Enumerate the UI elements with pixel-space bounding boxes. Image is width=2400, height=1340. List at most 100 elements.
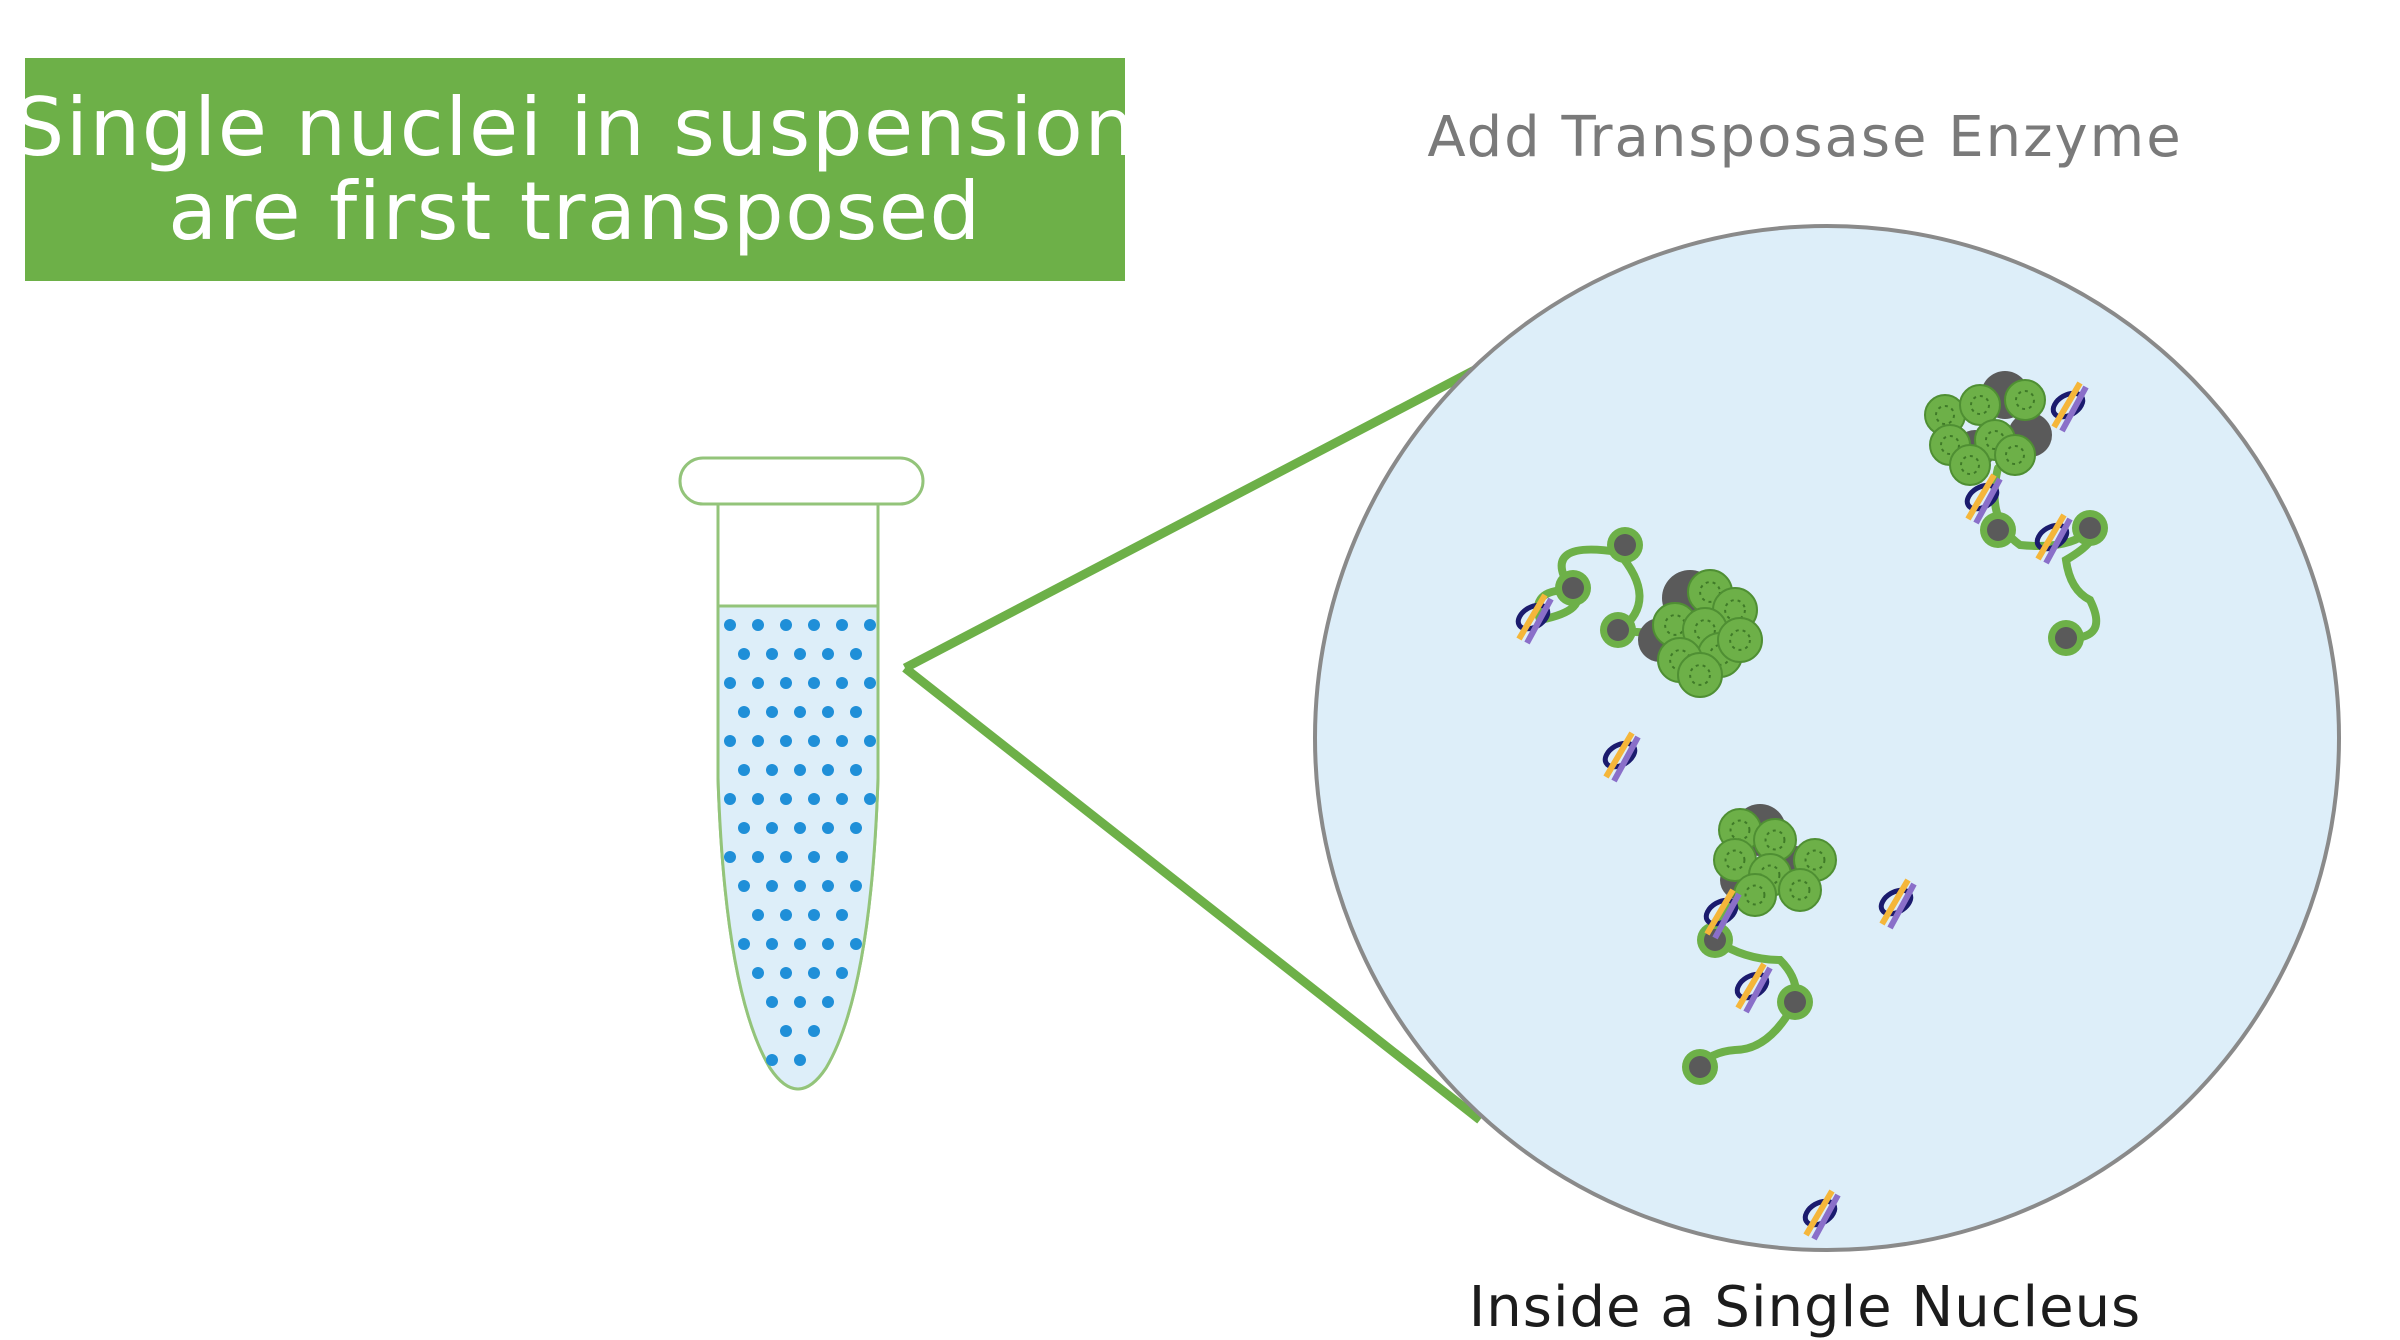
nucleus-dot: [822, 706, 834, 718]
nucleus-dot: [738, 938, 750, 950]
transposase-enzyme-icon: [1515, 593, 1554, 645]
nucleus-dot: [752, 735, 764, 747]
chromatin-bead: [1777, 984, 1813, 1020]
transposase-enzyme-icon: [1878, 878, 1917, 930]
nucleus-dot: [738, 764, 750, 776]
nucleus-dot: [794, 938, 806, 950]
nucleus-dot: [864, 677, 876, 689]
nucleus-dot: [780, 851, 792, 863]
nucleus-dot: [794, 648, 806, 660]
transposase-enzyme-icon: [2034, 513, 2073, 565]
nucleus-dot: [752, 967, 764, 979]
nucleosome-icon: [1733, 873, 1777, 917]
title-line-2: are first transposed: [168, 164, 982, 258]
nucleus-dot: [780, 619, 792, 631]
nucleus-dot: [864, 735, 876, 747]
nucleus-dot: [808, 909, 820, 921]
nucleus-dot: [738, 706, 750, 718]
nucleus-dot: [808, 967, 820, 979]
nucleus-dot: [822, 938, 834, 950]
nucleus-dot: [738, 648, 750, 660]
nucleus-dot: [766, 764, 778, 776]
nucleus-dot: [794, 706, 806, 718]
zoom-lines-icon: [902, 358, 1493, 1124]
nucleosome-icon: [1994, 434, 2036, 476]
nucleosome-icon: [1949, 444, 1991, 486]
nucleus-dot: [850, 822, 862, 834]
nucleus-dot: [724, 735, 736, 747]
nucleosome-icon: [2004, 379, 2046, 421]
nucleus-dot: [780, 967, 792, 979]
nucleus-dot: [794, 822, 806, 834]
chromatin-bead: [1600, 612, 1636, 648]
chromatin-bead: [1697, 922, 1733, 958]
nucleosome-icon: [1677, 652, 1723, 698]
nucleus-dot: [822, 822, 834, 834]
transposase-enzyme-icon: [1802, 1189, 1841, 1241]
nucleus-dot: [724, 851, 736, 863]
chromatin-bead: [2048, 620, 2084, 656]
nucleus-dot: [850, 938, 862, 950]
nucleus-dot: [766, 938, 778, 950]
chromatin-bead: [1555, 570, 1591, 606]
nucleus-dot: [836, 967, 848, 979]
nucleus-dot: [822, 648, 834, 660]
nucleus-dot: [724, 677, 736, 689]
nucleus-dot: [808, 851, 820, 863]
chromatin-bead: [1682, 1049, 1718, 1085]
nucleus-dot: [766, 706, 778, 718]
microcentrifuge-tube-icon: [678, 456, 925, 1091]
nucleus-dot: [794, 1054, 806, 1066]
nucleus-dot: [836, 677, 848, 689]
transposase-enzymes: [1515, 381, 2089, 1241]
transposase-enzyme-icon: [2050, 381, 2089, 433]
nucleus-dot: [850, 706, 862, 718]
transposase-enzyme-icon: [1734, 962, 1773, 1014]
nucleus-dot: [864, 793, 876, 805]
nucleus-dot: [780, 909, 792, 921]
chromatin-bead: [1607, 527, 1643, 563]
nucleus-dot: [808, 1025, 820, 1037]
nucleus-dot: [808, 619, 820, 631]
nucleus-dot: [724, 619, 736, 631]
nucleus-dot: [808, 677, 820, 689]
nucleosome-icon: [1753, 818, 1797, 862]
nucleosome-clusters: [1555, 371, 2108, 1085]
nucleus-dot: [766, 648, 778, 660]
nucleus-dot: [766, 880, 778, 892]
chromatin-bead: [2072, 510, 2108, 546]
nucleus-dot: [836, 619, 848, 631]
nucleus-dot: [836, 909, 848, 921]
zoom-caption: Inside a Single Nucleus: [1468, 1275, 2142, 1340]
transposase-enzyme-icon: [1964, 473, 2003, 525]
nucleus-dot: [822, 880, 834, 892]
title-banner: Single nuclei in suspension are first tr…: [13, 58, 1135, 281]
nucleosome-icon: [1959, 384, 2001, 426]
nucleus-dot: [780, 1025, 792, 1037]
nucleus-dot: [822, 996, 834, 1008]
nucleus-dot: [752, 619, 764, 631]
nucleus-dot: [850, 764, 862, 776]
step-label: Add Transposase Enzyme: [1427, 105, 2183, 170]
nucleus-zoom-circle: [1313, 224, 2341, 1252]
title-line-1: Single nuclei in suspension: [13, 80, 1137, 174]
nucleosome-icon: [1717, 617, 1763, 663]
nucleus-dot: [724, 793, 736, 805]
nucleus-dot: [766, 996, 778, 1008]
transposase-enzyme-icon: [1703, 888, 1742, 940]
nucleus-dot: [794, 880, 806, 892]
nucleus-dot: [850, 648, 862, 660]
nucleus-dot: [738, 880, 750, 892]
nucleus-dot: [752, 909, 764, 921]
nucleus-dot: [794, 764, 806, 776]
tube-cap: [678, 456, 925, 506]
nucleus-dot: [836, 793, 848, 805]
nucleus-dot: [780, 677, 792, 689]
nucleus-dot: [808, 793, 820, 805]
nucleus-dot: [766, 822, 778, 834]
nucleus-dot: [836, 851, 848, 863]
nucleus-dot: [738, 822, 750, 834]
transposase-enzyme-icon: [1602, 731, 1641, 783]
nucleus-dot: [780, 735, 792, 747]
